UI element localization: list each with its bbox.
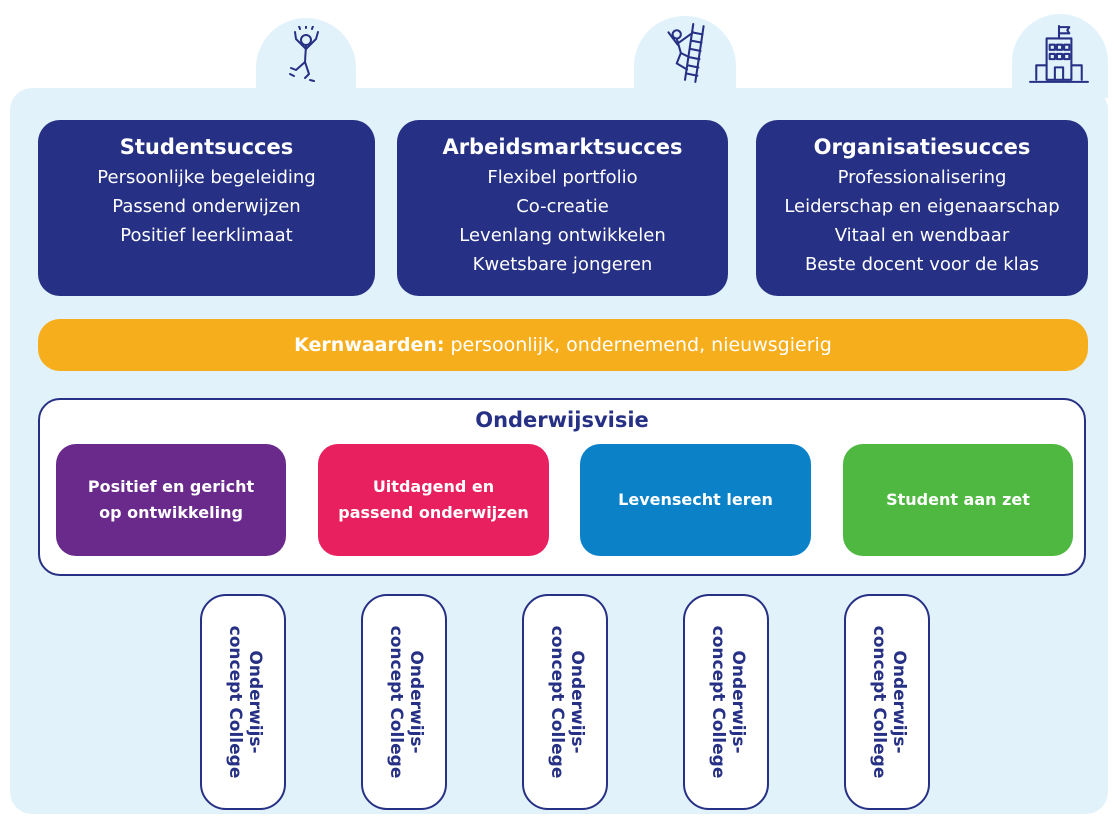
pillar-title: Arbeidsmarktsucces: [442, 135, 683, 159]
pillar-item: Passend onderwijzen: [112, 196, 301, 217]
pillar-item: Vitaal en wendbaar: [834, 225, 1010, 246]
visie-card-line: Positief en gericht: [87, 477, 255, 496]
college-line: Onderwijs-: [889, 650, 909, 754]
pillar-arbeidsmarktsucces: Arbeidsmarktsucces Flexibel portfolio Co…: [397, 120, 728, 296]
pillar-title: Organisatiesucces: [813, 135, 1031, 159]
icon-tab-arbeidsmarkt: [634, 16, 736, 98]
pillar-item: Flexibel portfolio: [487, 167, 638, 188]
pillar-item: Co-creatie: [516, 196, 609, 217]
college-line: Onderwijs-: [406, 650, 426, 754]
visie-card-positief: Positief en gericht op ontwikkeling: [56, 444, 286, 556]
visie-card-levensecht: Levensecht leren: [580, 444, 811, 556]
college-line: Onderwijs-: [728, 650, 748, 754]
college-line: Onderwijs-: [245, 650, 265, 754]
college-line: concept College: [547, 625, 567, 779]
college-card: Onderwijs-concept College: [200, 594, 286, 810]
pillar-studentsucces: Studentsucces Persoonlijke begeleiding P…: [38, 120, 375, 296]
pillar-item: Persoonlijke begeleiding: [97, 167, 316, 188]
college-line: concept College: [869, 625, 889, 779]
college-card: Onderwijs-concept College: [844, 594, 930, 810]
visie-card-uitdagend: Uitdagend en passend onderwijzen: [318, 444, 549, 556]
visie-card-line: passend onderwijzen: [338, 503, 529, 522]
kernwaarden-label: Kernwaarden:: [294, 334, 445, 356]
college-line: concept College: [225, 625, 245, 779]
college-card: Onderwijs-concept College: [522, 594, 608, 810]
visie-card-line: op ontwikkeling: [99, 503, 243, 522]
college-line: Onderwijs-: [567, 650, 587, 754]
college-card: Onderwijs-concept College: [683, 594, 769, 810]
pillar-item: Beste docent voor de klas: [804, 254, 1040, 275]
pillar-item: Positief leerklimaat: [120, 225, 293, 246]
onderwijsvisie-title: Onderwijsvisie: [475, 408, 649, 432]
college-line: concept College: [386, 625, 406, 779]
visie-card-line: Levensecht leren: [618, 490, 773, 509]
visie-card-student: Student aan zet: [843, 444, 1073, 556]
kernwaarden-bar: Kernwaarden: persoonlijk, ondernemend, n…: [38, 319, 1088, 371]
pillar-item: Leiderschap en eigenaarschap: [784, 196, 1060, 217]
icon-tab-student: [256, 18, 356, 98]
college-card: Onderwijs-concept College: [361, 594, 447, 810]
visie-card-line: Uitdagend en: [372, 477, 495, 496]
jumping-person-icon: [289, 26, 319, 82]
climbing-ladder-icon: [667, 23, 705, 83]
kernwaarden-values: persoonlijk, ondernemend, nieuwsgierig: [450, 334, 832, 356]
pillar-title: Studentsucces: [119, 135, 294, 159]
pillar-item: Professionalisering: [837, 167, 1007, 188]
college-line: concept College: [708, 625, 728, 779]
visie-card-line: Student aan zet: [886, 490, 1030, 509]
pillar-organisatiesucces: Organisatiesucces Professionalisering Le…: [756, 120, 1088, 296]
school-building-icon: [1029, 25, 1089, 83]
pillar-item: Levenlang ontwikkelen: [459, 225, 666, 246]
icon-tab-organisatie: [1012, 14, 1108, 98]
pillar-item: Kwetsbare jongeren: [472, 254, 653, 275]
